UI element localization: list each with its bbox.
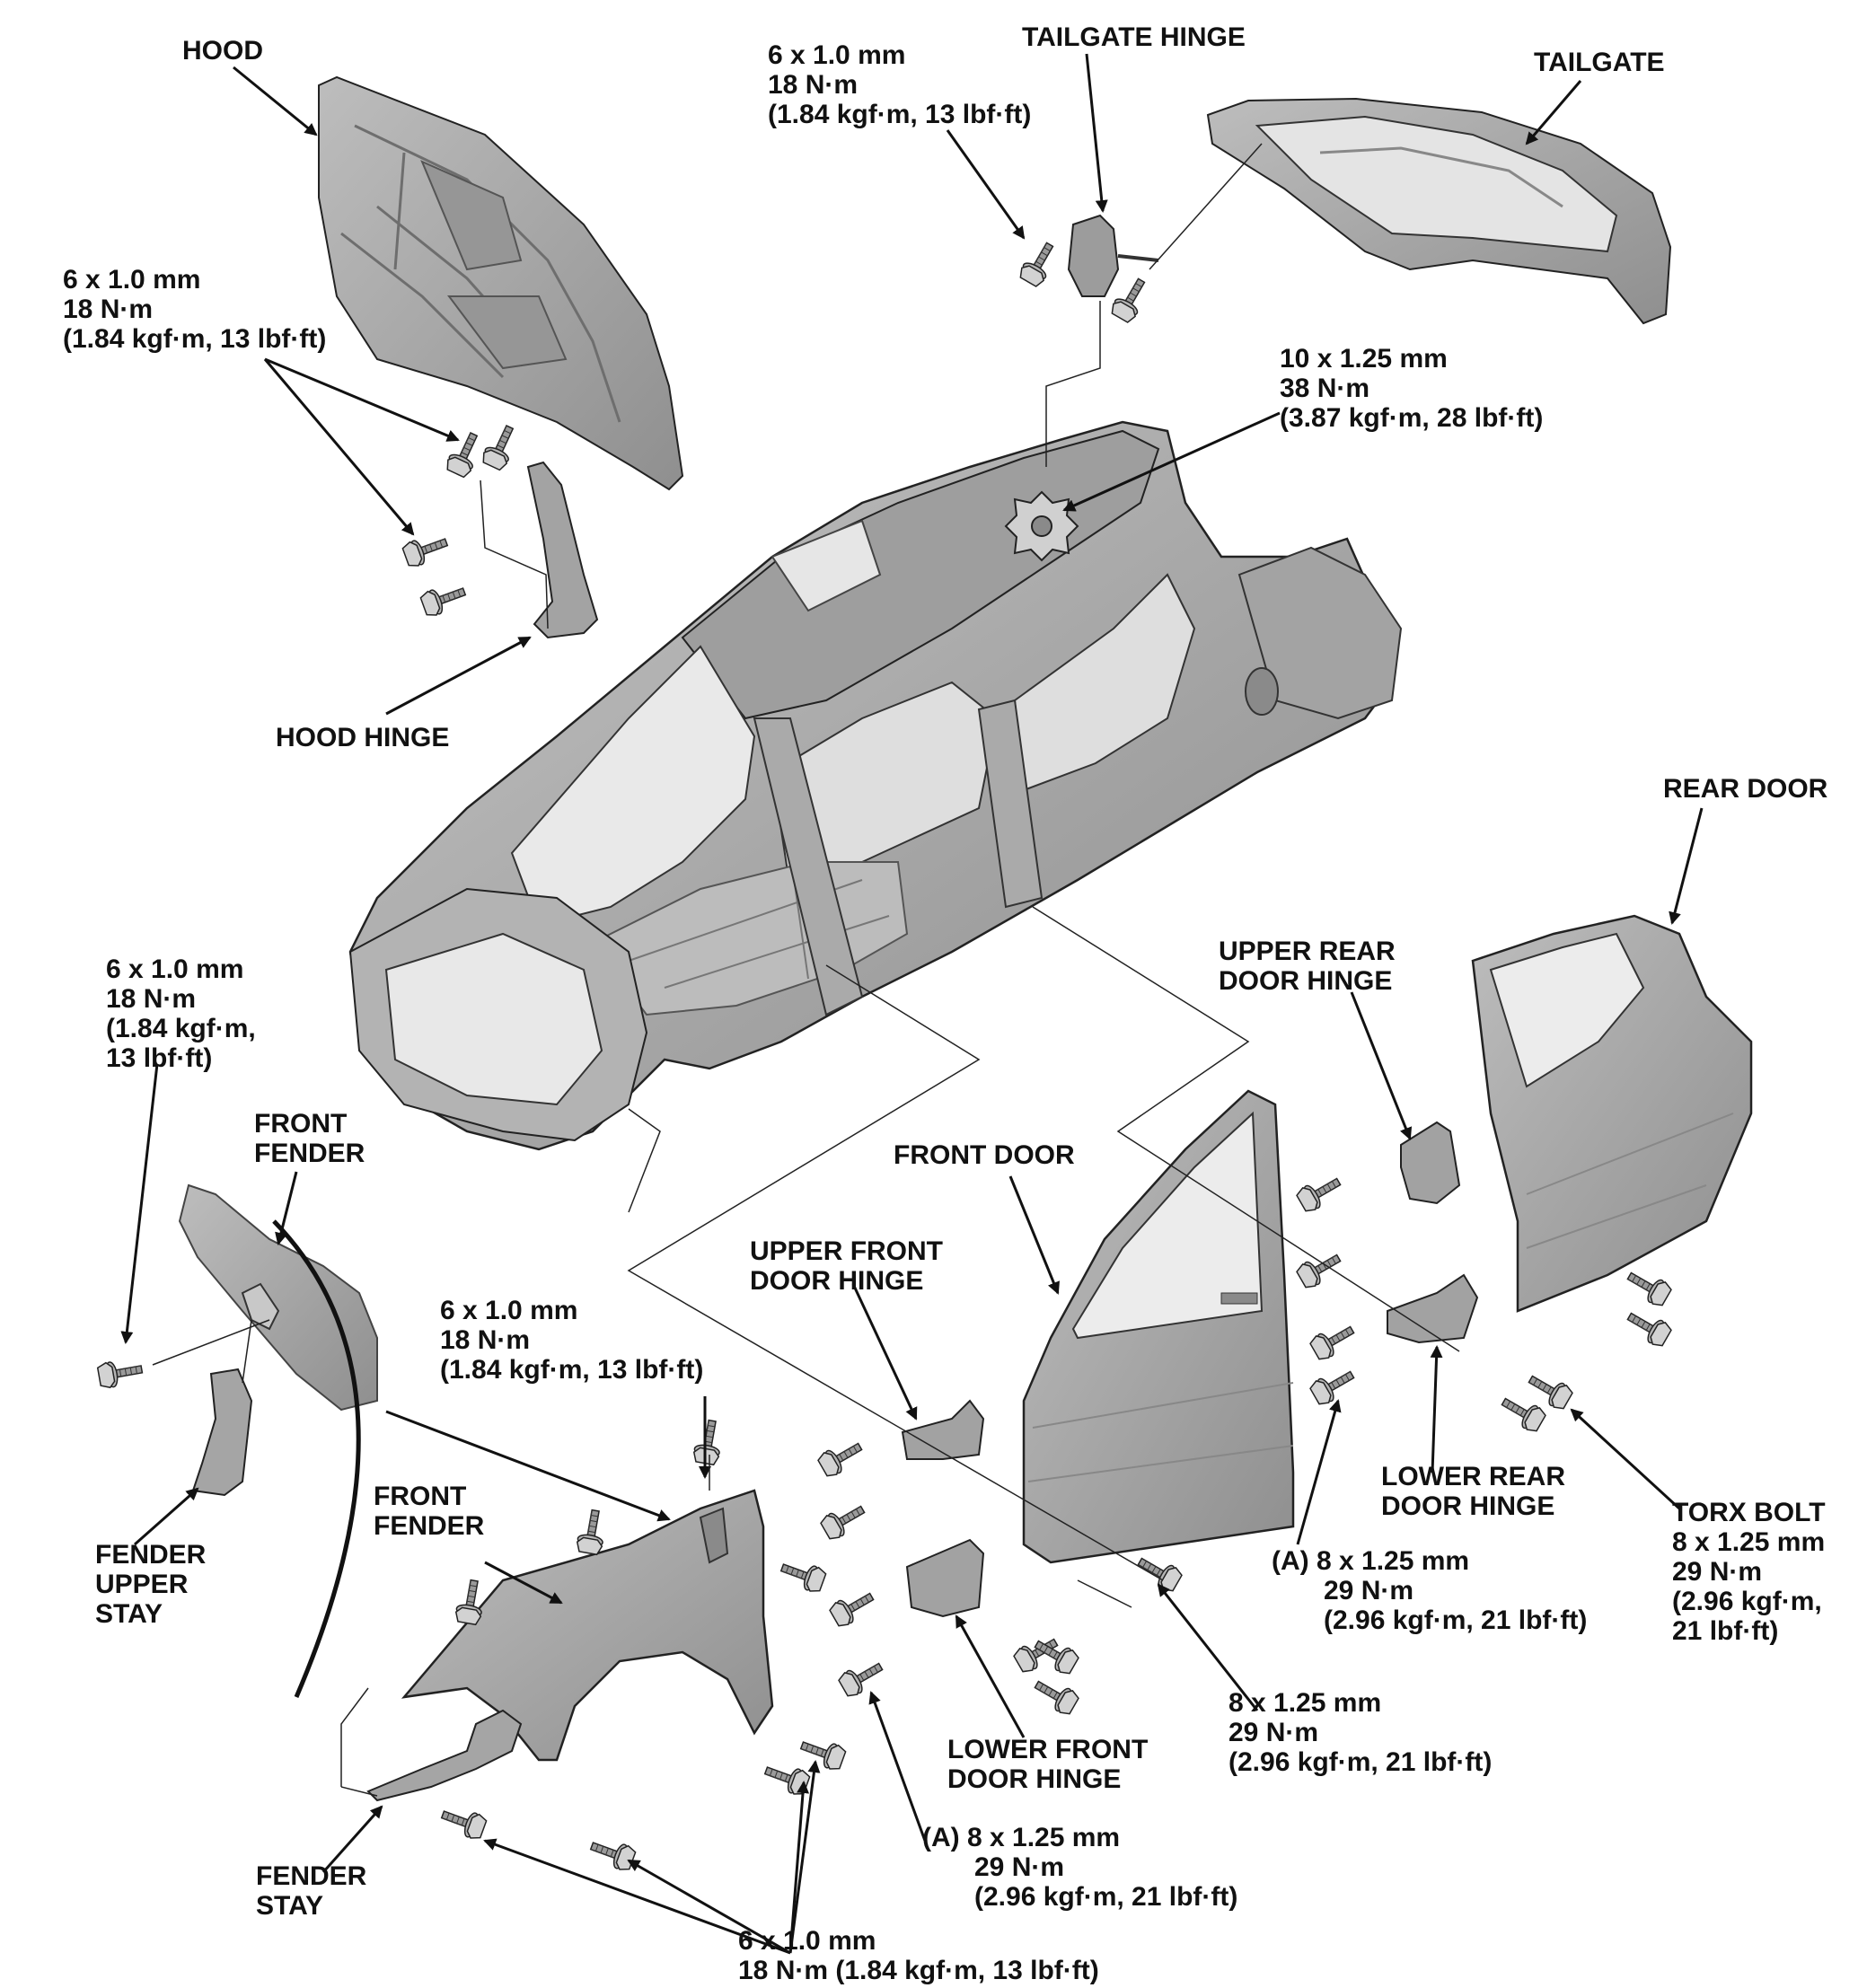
label-hood-hinge: HOOD HINGE	[276, 723, 450, 752]
assembly-lines	[152, 143, 1460, 1797]
hood-part	[319, 77, 683, 489]
spec-fender-upper-bolt: 6 x 1.0 mm 18 N·m (1.84 kgf·m, 13 lbf·ft…	[106, 954, 256, 1073]
label-line: UPPER REAR	[1219, 937, 1396, 966]
spec-front-door-bolts: 8 x 1.25 mm 29 N·m (2.96 kgf·m, 21 lbf·f…	[1229, 1688, 1492, 1777]
label-fender-stay: FENDER STAY	[256, 1861, 366, 1921]
spec-line: 10 x 1.25 mm	[1280, 344, 1448, 374]
spec-line: 8 x 1.25 mm	[1229, 1688, 1382, 1718]
lower-rear-door-hinge-part	[1387, 1275, 1477, 1342]
label-hood: HOOD	[182, 36, 263, 66]
tailgate-hinge-part	[1069, 216, 1158, 296]
spec-line: 6 x 1.0 mm	[768, 40, 906, 70]
label-front-fender-detail: FRONT FENDER	[254, 1109, 365, 1168]
spec-line: 13 lbf·ft)	[106, 1043, 213, 1073]
label-upper-front-door-hinge: UPPER FRONT DOOR HINGE	[750, 1236, 943, 1296]
spec-line: 21 lbf·ft)	[1672, 1616, 1779, 1646]
label-tailgate-hinge: TAILGATE HINGE	[1022, 22, 1246, 52]
label-upper-rear-door-hinge: UPPER REAR DOOR HINGE	[1219, 937, 1396, 996]
label-line: DOOR HINGE	[750, 1266, 924, 1296]
spec-line: (2.96 kgf·m, 21 lbf·ft)	[1324, 1605, 1588, 1635]
label-line: FRONT	[374, 1482, 467, 1511]
spec-line: 29 N·m	[1324, 1576, 1414, 1605]
spec-line: 29 N·m	[1672, 1557, 1763, 1587]
label-line: DOOR HINGE	[947, 1764, 1122, 1794]
label-tailgate: TAILGATE	[1534, 48, 1665, 77]
label-line: FENDER	[254, 1139, 365, 1168]
spec-line: 6 x 1.0 mm	[440, 1296, 578, 1325]
hood-hinge-part	[528, 462, 597, 638]
label-line: DOOR HINGE	[1381, 1491, 1555, 1521]
tailgate-part	[1208, 99, 1670, 323]
spec-line: (2.96 kgf·m, 21 lbf·ft)	[974, 1882, 1238, 1912]
spec-fender-top-bolt: 6 x 1.0 mm 18 N·m (1.84 kgf·m, 13 lbf·ft…	[440, 1296, 703, 1385]
label-line: LOWER REAR	[1381, 1462, 1565, 1491]
label-line: FENDER	[374, 1511, 485, 1541]
label-line: FRONT	[254, 1109, 348, 1139]
spec-line: (2.96 kgf·m, 21 lbf·ft)	[1229, 1747, 1493, 1777]
label-line: STAY	[256, 1891, 324, 1921]
spec-line: (1.84 kgf·m, 13 lbf·ft)	[768, 100, 1032, 129]
spec-line: (1.84 kgf·m, 13 lbf·ft)	[63, 324, 327, 354]
spec-line: 18 N·m	[106, 984, 197, 1014]
label-line: FENDER	[95, 1540, 207, 1570]
spec-line: 18 N·m	[440, 1325, 531, 1355]
spec-line: 18 N·m	[63, 295, 154, 324]
label-lower-rear-door-hinge: LOWER REAR DOOR HINGE	[1381, 1462, 1565, 1521]
spec-front-hinge-bolts: (A) 8 x 1.25 mm 29 N·m (2.96 kgf·m, 21 l…	[922, 1823, 1237, 1912]
spec-roof-nut: 10 x 1.25 mm 38 N·m (3.87 kgf·m, 28 lbf·…	[1280, 344, 1543, 433]
spec-line: TORX BOLT	[1672, 1498, 1826, 1527]
spec-line: 8 x 1.25 mm	[1672, 1527, 1826, 1557]
spec-line: 6 x 1.0 mm	[738, 1926, 876, 1956]
front-door-part	[1024, 1091, 1293, 1562]
spec-line: (A) 8 x 1.25 mm	[1272, 1546, 1470, 1576]
spec-line: 18 N·m	[768, 70, 859, 100]
leader-lines	[120, 53, 1704, 1955]
spec-line: 29 N·m	[1229, 1718, 1319, 1747]
spec-line: (A) 8 x 1.25 mm	[922, 1823, 1121, 1852]
label-line: STAY	[95, 1599, 163, 1629]
label-fender-upper-stay: FENDER UPPER STAY	[95, 1540, 206, 1629]
spec-line: 38 N·m	[1280, 374, 1370, 403]
fender-detail-part	[180, 1185, 377, 1410]
upper-front-door-hinge-part	[903, 1401, 983, 1459]
label-lower-front-door-hinge: LOWER FRONT DOOR HINGE	[947, 1735, 1148, 1794]
rear-door-part	[1473, 916, 1751, 1311]
fender-upper-stay-part	[193, 1369, 251, 1495]
spec-line: 6 x 1.0 mm	[63, 265, 201, 295]
label-front-door: FRONT DOOR	[894, 1140, 1075, 1170]
label-front-fender: FRONT FENDER	[374, 1482, 484, 1541]
label-line: LOWER FRONT	[947, 1735, 1149, 1764]
label-line: FENDER	[256, 1861, 367, 1891]
label-line: UPPER FRONT	[750, 1236, 944, 1266]
spec-line: 29 N·m	[974, 1852, 1065, 1882]
lower-front-door-hinge-part	[907, 1540, 983, 1616]
spec-fender-lower-bolts: 6 x 1.0 mm 18 N·m (1.84 kgf·m, 13 lbf·ft…	[738, 1926, 1099, 1985]
spec-line: (2.96 kgf·m,	[1672, 1587, 1822, 1616]
spec-line: 6 x 1.0 mm	[106, 954, 244, 984]
front-fender-part	[404, 1491, 772, 1760]
spec-line: (1.84 kgf·m, 13 lbf·ft)	[440, 1355, 704, 1385]
fender-stay-part	[368, 1711, 521, 1800]
spec-tailgate-hinge-bolts: 6 x 1.0 mm 18 N·m (1.84 kgf·m, 13 lbf·ft…	[768, 40, 1031, 129]
body-shell-part	[350, 422, 1401, 1149]
label-rear-door: REAR DOOR	[1663, 774, 1828, 804]
spec-line: 18 N·m (1.84 kgf·m, 13 lbf·ft)	[738, 1956, 1099, 1985]
spec-line: (3.87 kgf·m, 28 lbf·ft)	[1280, 403, 1544, 433]
label-line: DOOR HINGE	[1219, 966, 1393, 996]
spec-rear-hinge-bolts: (A) 8 x 1.25 mm 29 N·m (2.96 kgf·m, 21 l…	[1272, 1546, 1587, 1635]
spec-torx-bolt: TORX BOLT 8 x 1.25 mm 29 N·m (2.96 kgf·m…	[1672, 1498, 1826, 1646]
label-line: UPPER	[95, 1570, 189, 1599]
spec-hood-bolts: 6 x 1.0 mm 18 N·m (1.84 kgf·m, 13 lbf·ft…	[63, 265, 326, 354]
spec-line: (1.84 kgf·m,	[106, 1014, 256, 1043]
upper-rear-door-hinge-part	[1401, 1122, 1459, 1203]
